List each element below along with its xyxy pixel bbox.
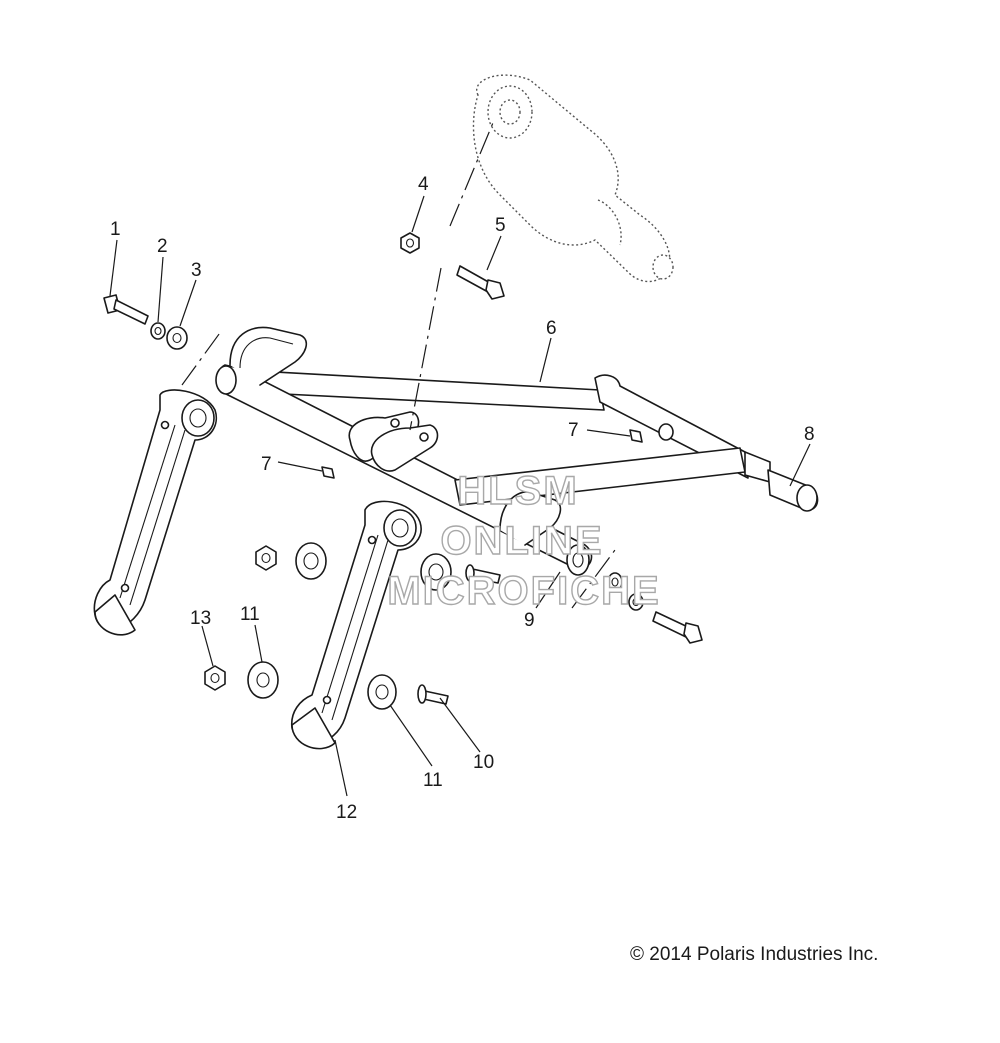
callout-13: 13 xyxy=(190,608,211,629)
leader-lines xyxy=(109,117,811,797)
washer-right-b xyxy=(628,593,644,611)
callout-9: 9 xyxy=(524,610,535,631)
callout-8: 8 xyxy=(804,424,815,445)
bushing-center xyxy=(295,542,327,580)
callout-7-left: 7 xyxy=(261,454,272,475)
bolt-5 xyxy=(456,265,505,300)
callout-10: 10 xyxy=(473,752,494,773)
bushing-11-right xyxy=(367,674,397,710)
bolt-1 xyxy=(103,294,149,325)
callout-7-right: 7 xyxy=(568,420,579,441)
washer-right-a xyxy=(607,572,623,592)
watermark-line-1: HLSM xyxy=(457,469,578,513)
watermark-line-2: ONLINE xyxy=(440,519,603,563)
link-arm-left xyxy=(93,389,217,636)
callout-labels: 1 2 3 4 5 6 7 7 8 9 10 11 11 12 13 xyxy=(110,174,815,823)
callout-2: 2 xyxy=(157,236,168,257)
bushing-arm xyxy=(420,553,452,591)
watermark-line-3: MICROFICHE xyxy=(387,569,660,613)
nut-center xyxy=(255,545,277,571)
callout-11-left: 11 xyxy=(240,604,260,625)
callout-4: 4 xyxy=(418,174,429,195)
callout-3: 3 xyxy=(191,260,202,281)
control-arm-frame xyxy=(215,326,819,576)
shock-absorber-ghost xyxy=(472,74,674,283)
callout-6: 6 xyxy=(546,318,557,339)
link-arm-right xyxy=(290,500,422,750)
nut-13 xyxy=(204,665,226,691)
callout-5: 5 xyxy=(495,215,506,236)
watermark: HLSM ONLINE MICROFICHE xyxy=(387,468,660,613)
callout-12: 12 xyxy=(336,802,357,823)
pin-10 xyxy=(417,684,449,705)
pin-center xyxy=(465,564,501,584)
lock-washer-2 xyxy=(150,322,166,340)
bushing-11-left xyxy=(247,661,279,699)
bolt-right xyxy=(652,611,703,644)
callout-11-right: 11 xyxy=(423,770,443,791)
grease-fitting-7-left xyxy=(321,466,335,479)
grease-fitting-7-right xyxy=(629,429,643,443)
washer-3 xyxy=(166,326,188,350)
copyright-notice: © 2014 Polaris Industries Inc. xyxy=(630,944,879,965)
nut-4 xyxy=(400,232,420,254)
callout-1: 1 xyxy=(110,219,121,240)
